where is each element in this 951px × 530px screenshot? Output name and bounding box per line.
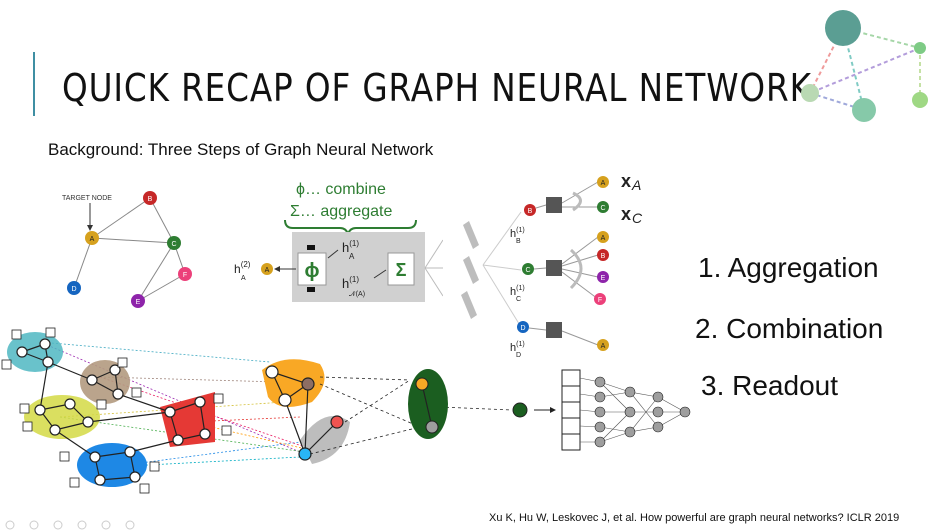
graph-node-e: E <box>131 294 145 308</box>
svg-text:A: A <box>349 252 355 261</box>
svg-text:E: E <box>136 299 141 306</box>
graph-node-b: B <box>143 191 157 205</box>
combine-label: ϕ… combine <box>296 181 386 198</box>
sigma-symbol: Σ <box>396 260 407 280</box>
citation: Xu K, Hu W, Leskovec J, et al. How power… <box>489 512 900 524</box>
graph-node-f: F <box>178 267 192 281</box>
svg-text:h(1): h(1) <box>342 239 359 255</box>
svg-text:h(1): h(1) <box>342 275 359 291</box>
svg-text:D: D <box>516 352 521 359</box>
svg-text:F: F <box>598 297 602 304</box>
prev-slide-icon <box>5 520 15 530</box>
pen-icon <box>53 520 63 530</box>
svg-text:E: E <box>601 275 606 282</box>
step-combination: 2. Combination <box>695 313 884 344</box>
step-aggregation: 1. Aggregation <box>698 252 879 283</box>
svg-text:B: B <box>528 208 533 215</box>
title-accent-bar <box>33 52 35 116</box>
readout-pooling-diagram <box>1 327 691 494</box>
svg-text:xC: xC <box>621 204 643 226</box>
graph-node-d: D <box>67 281 81 295</box>
presentation-controls[interactable] <box>0 519 160 530</box>
aggregate-label: Σ… aggregate <box>290 203 393 220</box>
menu-icon <box>101 520 111 530</box>
neighbor-computation-tree: B h(1) B A C xA xC C h(1) C A B E F D h(… <box>461 171 643 359</box>
svg-text:A: A <box>601 343 606 350</box>
svg-text:h(1): h(1) <box>510 227 525 240</box>
svg-text:C: C <box>525 267 530 274</box>
svg-text:D: D <box>520 325 525 332</box>
svg-text:A: A <box>90 236 95 243</box>
graph-logo-decoration <box>801 10 928 122</box>
svg-text:h(2): h(2) <box>234 260 251 276</box>
target-node-label: TARGET NODE <box>62 195 112 202</box>
graph-node-c: C <box>167 236 181 250</box>
svg-text:B: B <box>148 196 153 203</box>
svg-text:h(1): h(1) <box>510 285 525 298</box>
svg-text:A: A <box>265 267 270 274</box>
graph-node-a: A <box>85 231 99 245</box>
svg-text:C: C <box>516 296 521 303</box>
svg-text:C: C <box>600 205 605 212</box>
svg-text:B: B <box>516 238 521 245</box>
aggregation-diagram: ϕ… combine Σ… aggregate ϕ Σ h(1) A h(1) … <box>234 181 443 302</box>
slide-title: QUICK RECAP OF GRAPH NEURAL NETWORK <box>62 66 812 110</box>
slide-subtitle: Background: Three Steps of Graph Neural … <box>48 140 434 159</box>
svg-text:A: A <box>601 235 606 242</box>
svg-text:B: B <box>601 253 606 260</box>
svg-text:F: F <box>183 272 187 279</box>
svg-text:C: C <box>171 241 176 248</box>
phi-symbol: ϕ <box>305 260 320 282</box>
target-node-graph: TARGET NODE A B C D E F <box>62 191 192 308</box>
svg-text:D: D <box>71 286 76 293</box>
svg-text:𝒩(A): 𝒩(A) <box>349 291 365 298</box>
svg-text:xA: xA <box>621 171 641 193</box>
zoom-icon <box>77 520 87 530</box>
svg-text:A: A <box>601 180 606 187</box>
svg-text:h(1): h(1) <box>510 341 525 354</box>
svg-text:A: A <box>241 275 246 282</box>
step-readout: 3. Readout <box>701 370 838 401</box>
next-slide-icon <box>29 520 39 530</box>
more-icon <box>125 520 135 530</box>
